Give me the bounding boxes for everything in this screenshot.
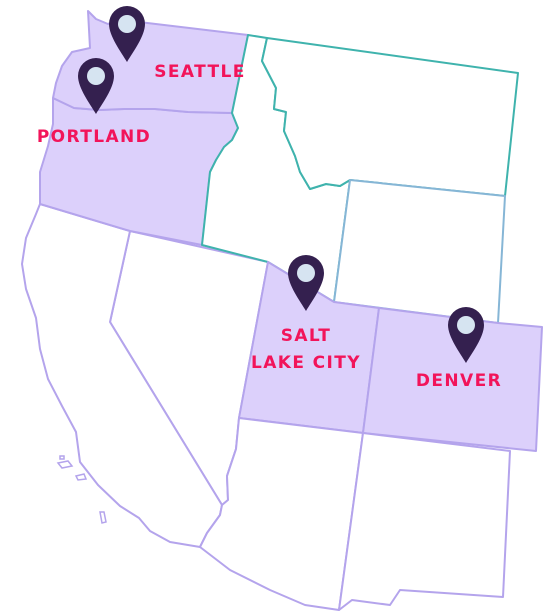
city-label-salt-lake-city-line-2[interactable]: LAKE CITY <box>251 353 361 373</box>
states-layer <box>21 10 543 611</box>
city-label-seattle[interactable]: SEATTLE <box>154 62 246 82</box>
pin-dot <box>457 316 475 334</box>
pin-body <box>78 58 114 114</box>
pins-layer <box>78 5 484 363</box>
pin-dot <box>87 67 105 85</box>
coast-islands <box>56 455 107 524</box>
map-pin-icon[interactable] <box>288 255 324 311</box>
pin-dot <box>118 15 136 33</box>
pin-dot <box>297 264 315 282</box>
island-2 <box>74 473 88 481</box>
island-4 <box>59 455 65 460</box>
pin-body <box>108 5 146 62</box>
pin-body <box>288 255 324 311</box>
pin-body <box>448 307 484 363</box>
state-montana <box>261 37 519 197</box>
map-pin-icon[interactable] <box>108 5 146 62</box>
island-1 <box>56 460 74 469</box>
city-label-portland[interactable]: PORTLAND <box>37 127 151 147</box>
city-label-denver[interactable]: DENVER <box>416 371 502 391</box>
labels-layer: SEATTLE PORTLAND SALT LAKE CITY DENVER <box>37 62 502 391</box>
city-label-salt-lake-city-line-1[interactable]: SALT <box>281 326 332 346</box>
island-3 <box>99 511 107 524</box>
map-pin-icon[interactable] <box>448 307 484 363</box>
map-pin-icon[interactable] <box>78 58 114 114</box>
state-new-mexico <box>338 432 511 611</box>
state-arizona <box>199 417 364 611</box>
state-wyoming <box>333 179 506 324</box>
